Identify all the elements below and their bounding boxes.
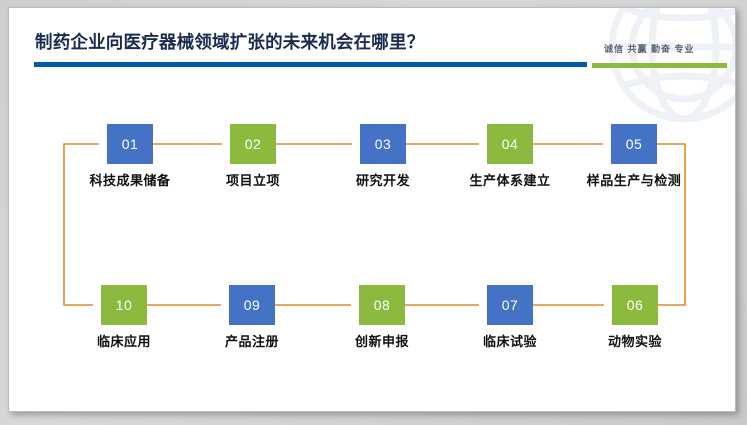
title-underline-blue (34, 62, 587, 67)
process-number-08: 08 (359, 285, 405, 325)
process-number-04: 04 (487, 124, 533, 164)
process-number-01: 01 (107, 124, 153, 164)
process-label-06: 动物实验 (607, 334, 663, 349)
process-number-10: 10 (101, 285, 147, 325)
process-number-07: 07 (487, 285, 533, 325)
process-node-05[interactable]: 05 样品生产与检测 (587, 124, 681, 188)
company-tagline: 诚信 共赢 勤奋 专业 (604, 44, 695, 54)
process-label-04: 生产体系建立 (469, 173, 551, 188)
process-label-07: 临床试验 (482, 334, 538, 349)
connector-05-06 (649, 143, 686, 306)
process-node-02[interactable]: 02 项目立项 (226, 124, 280, 188)
process-label-09: 产品注册 (224, 334, 280, 349)
process-node-03[interactable]: 03 研究开发 (356, 124, 410, 188)
process-number-09: 09 (229, 285, 275, 325)
process-number-02: 02 (230, 124, 276, 164)
process-number-06: 06 (612, 285, 658, 325)
process-label-05: 样品生产与检测 (586, 173, 682, 188)
process-label-01: 科技成果储备 (89, 173, 171, 188)
connector-left-wrap (63, 143, 93, 306)
process-node-10[interactable]: 10 临床应用 (97, 285, 151, 349)
process-node-06[interactable]: 06 动物实验 (608, 285, 662, 349)
process-node-01[interactable]: 01 科技成果储备 (89, 124, 170, 188)
slide-page: 制药企业向医疗器械领域扩张的未来机会在哪里？ 诚信 共赢 勤奋 专业 (8, 7, 736, 412)
process-label-10: 临床应用 (96, 334, 152, 349)
process-node-08[interactable]: 08 创新申报 (355, 285, 409, 349)
process-label-08: 创新申报 (354, 334, 410, 349)
title-underline-green (592, 63, 727, 68)
process-number-03: 03 (360, 124, 406, 164)
process-connector-lines (63, 143, 686, 306)
process-label-03: 研究开发 (355, 173, 411, 188)
process-node-09[interactable]: 09 产品注册 (225, 285, 279, 349)
process-node-07[interactable]: 07 临床试验 (483, 285, 537, 349)
process-number-05: 05 (611, 124, 657, 164)
page-title: 制药企业向医疗器械领域扩张的未来机会在哪里？ (35, 32, 425, 52)
process-label-02: 项目立项 (225, 173, 281, 188)
process-node-04[interactable]: 04 生产体系建立 (469, 124, 550, 188)
